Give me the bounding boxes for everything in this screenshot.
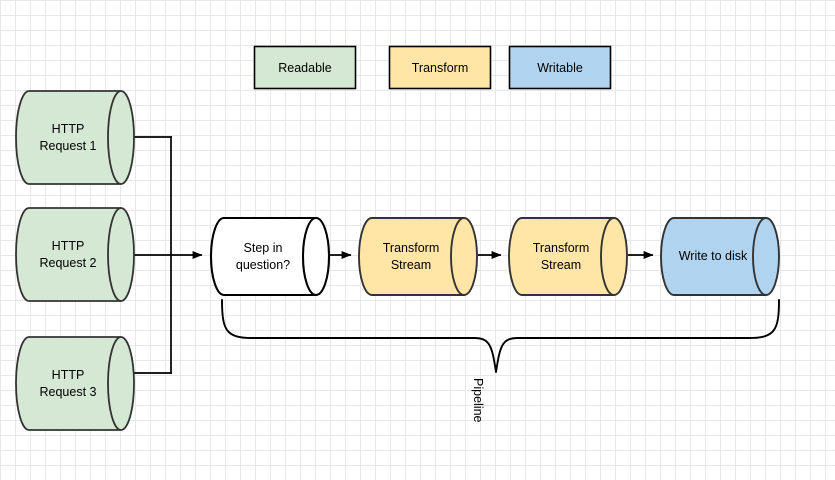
transform-stream-1-body [358,217,478,296]
legend-swatch-transform [388,45,492,90]
node-http-request-3[interactable] [15,336,135,431]
node-transform-stream-2[interactable] [508,217,628,296]
legend-group [253,45,612,90]
node-http-request-1[interactable] [15,90,135,185]
node-step-in-question[interactable] [209,216,331,297]
http-request-2-body [15,207,135,302]
http-request-2-cap [107,207,122,302]
pipeline-brace [221,299,780,373]
node-http-request-2[interactable] [15,207,135,302]
http-request-1-cap [107,90,122,185]
http-request-3-cap [107,336,122,431]
legend-swatch-readable [253,45,357,90]
transform-stream-2-body [508,217,628,296]
node-write-to-disk[interactable] [660,217,780,296]
legend-swatch-writable [508,45,612,90]
node-transform-stream-1[interactable] [358,217,478,296]
write-to-disk-cap [752,217,767,296]
step-in-question-cap [301,216,317,297]
http-request-1-body [15,90,135,185]
transform-stream-1-cap [450,217,465,296]
write-to-disk-body [660,217,780,296]
http-request-3-body [15,336,135,431]
source-bus-connectors [133,136,172,374]
step-in-question-body [209,216,331,297]
transform-stream-2-cap [600,217,615,296]
